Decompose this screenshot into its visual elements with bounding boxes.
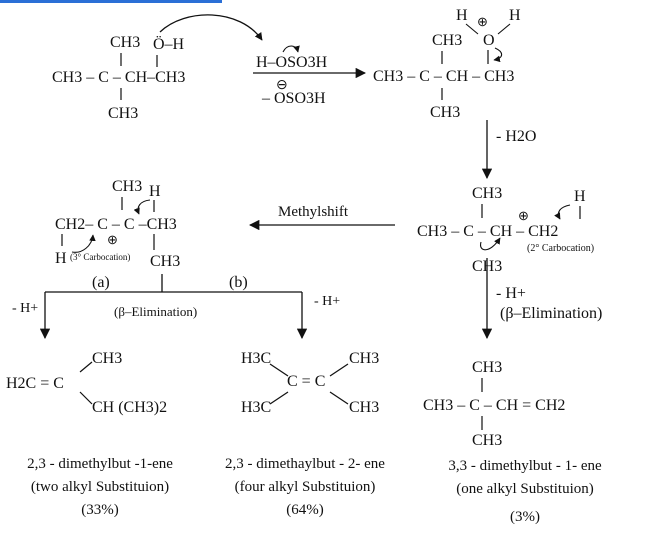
p3-ch3-top: CH3 [472,359,502,376]
s2-h-right: H [509,7,521,24]
s4-ch3-bottom: CH3 [150,253,180,270]
s3-plus: ⊕ [518,208,529,223]
product1-yield: (33%) [81,502,119,518]
elimination-branches: - H+ - H+ (β–Elimination) [12,274,340,340]
minus-h-right: - H+ [314,294,340,309]
product1-structure: CH3 H2C = C CH (CH3)2 [6,350,167,416]
beta-label-center: (β–Elimination) [114,304,197,319]
p3-main: CH3 – C – CH = CH2 [423,397,565,414]
s1-ch3-bottom: CH3 [108,105,138,122]
product3-substitution: (one alkyl Substituion) [456,481,594,497]
product2-yield: (64%) [286,502,324,518]
s4-plus: ⊕ [107,232,118,247]
path-a-label: (a) [92,274,110,291]
p2-h3c-top: H3C [241,350,271,367]
s4-main-chain: CH2– C – C –CH3 [55,216,177,233]
reagent-minus: ⊖ [276,78,288,93]
s2-main-chain: CH3 – C – CH – CH3 [373,68,514,85]
reagent-top: H–OSO3H [256,54,328,71]
p1-main: H2C = C [6,375,64,392]
product3-structure: CH3 CH3 – C – CH = CH2 CH3 [423,359,565,449]
s1-oh: Ö–H [153,35,185,53]
s3-note: (2° Carbocation) [527,243,594,254]
s4-h-top: H [149,183,161,200]
minus-h-right-path: - H+ [496,285,526,302]
s1-ch3-top: CH3 [110,34,140,51]
methylshift-label: Methylshift [278,204,349,220]
product1-substitution: (two alkyl Substituion) [30,479,170,495]
p3-ch3-bottom: CH3 [472,432,502,449]
step2-oxonium: H ⊕ H CH3 O CH3 – C – CH – CH3 CH3 [373,7,521,121]
p1-bottom: CH (CH3)2 [92,399,167,416]
product2-name: 2,3 - dimethaylbut - 2- ene [225,456,385,472]
s2-o: O [483,32,495,49]
s3-h: H [574,188,586,205]
product2-substitution: (four alkyl Substituion) [234,479,376,495]
accent-bar [0,0,222,3]
beta-label-right: (β–Elimination) [500,305,602,322]
p2-ch3-bottom: CH3 [349,399,379,416]
s3-main-chain: CH3 – C – CH – CH2 [417,223,558,240]
p2-h3c-bottom: H3C [241,399,271,416]
minus-water-label: - H2O [496,128,536,145]
step1-alcohol: CH3 Ö–H CH3 – C – CH–CH3 CH3 [52,34,185,122]
curved-arrow-protonation [159,14,263,41]
step4-tertiary-carbocation: CH3 H CH2– C – C –CH3 ⊕ H (3° Carbocatio… [55,178,248,291]
s4-ch3-top: CH3 [112,178,142,195]
minus-h-left: - H+ [12,301,38,316]
reagent-bottom: – OSO3H [261,90,326,107]
p2-ch3-top: CH3 [349,350,379,367]
p1-ch3-top: CH3 [92,350,122,367]
path-b-label: (b) [229,274,248,291]
s2-h-left: H [456,7,468,24]
product1-name: 2,3 - dimethylbut -1-ene [27,456,173,472]
p2-main: C = C [287,373,325,390]
s4-note: (3° Carbocation) [70,252,130,262]
s3-ch3-top: CH3 [472,185,502,202]
s2-ch3-bottom: CH3 [430,104,460,121]
product3-yield: (3%) [510,509,540,525]
s2-plus: ⊕ [477,14,488,29]
reagent: H–OSO3H ⊖ – OSO3H [253,45,367,107]
product3-name: 3,3 - dimethylbut - 1- ene [448,458,602,474]
step3-secondary-carbocation: CH3 H ⊕ CH3 – C – CH – CH2 (2° Carbocati… [417,185,594,275]
product2-structure: H3C CH3 C = C H3C CH3 [241,350,379,416]
s4-h-bottom: H [55,250,67,267]
s1-main-chain: CH3 – C – CH–CH3 [52,69,185,86]
s2-ch3-top: CH3 [432,32,462,49]
